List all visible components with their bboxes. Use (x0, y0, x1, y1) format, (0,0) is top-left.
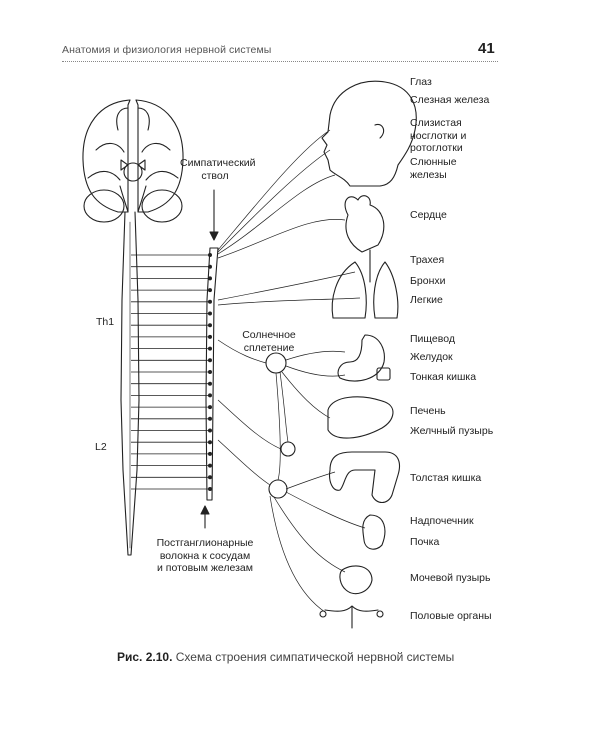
level-label-th1: Th1 (96, 316, 115, 328)
lungs-drawing (331, 261, 367, 319)
nerve-connector (217, 271, 356, 301)
organ-label-bladder: Мочевой пузырь (410, 572, 491, 584)
running-header-title: Анатомия и физиология нервной системы (62, 44, 272, 56)
nerve-connector (285, 365, 346, 377)
trunk-ganglion-dot (207, 288, 212, 293)
nerve-connector (217, 339, 267, 364)
figure-caption-text: Схема строения симпатической нервной сис… (175, 650, 455, 664)
organ-label-trachea: Трахея (410, 254, 445, 266)
organ-label-bronchi: Бронхи (410, 275, 446, 287)
bladder-drawing (339, 565, 373, 595)
trunk-ganglion-dot (207, 440, 212, 445)
spinal-cord-drawing (120, 211, 140, 556)
trunk-ganglion-dot (207, 323, 212, 328)
organ-label-liver: Печень (410, 405, 446, 417)
nerve-connector (275, 372, 281, 481)
organ-label-heart: Сердце (410, 209, 447, 221)
organ-label-mucosa: Слизистая носглотки и ротоглотки (410, 117, 467, 154)
organ-label-eye: Глаз (410, 76, 432, 88)
stomach-drawing (337, 334, 385, 382)
organ-label-gallbladder: Желчный пузырь (410, 425, 494, 437)
postganglionic-fibers-label: Постганглионарные волокна к сосудам и по… (156, 537, 254, 574)
trunk-ganglion-dot (207, 451, 212, 456)
nerve-connector (217, 439, 271, 486)
solar-plexus-ganglion (265, 352, 287, 374)
trunk-ganglion-dot (207, 486, 212, 491)
nerve-connector (217, 297, 361, 306)
nerve-connector (273, 496, 346, 573)
trunk-ganglion-dot (207, 264, 212, 269)
nerve-connector (217, 149, 331, 253)
organ-label-lungs: Легкие (410, 294, 443, 306)
inferior-ganglion (268, 479, 288, 499)
trunk-ganglion-dot (207, 299, 212, 304)
organ-label-reproductive: Половые органы (410, 610, 492, 622)
trunk-ganglion-dot (207, 428, 212, 433)
level-label-l2: L2 (95, 441, 107, 453)
organ-label-salivary-glands: Слюнные железы (410, 156, 457, 181)
nerve-connector (285, 350, 346, 361)
organ-label-small-intestine: Тонкая кишка (410, 371, 477, 383)
nerve-connector (217, 129, 331, 251)
trunk-ganglion-dot (207, 381, 212, 386)
trunk-ganglion-dot (207, 416, 212, 421)
mesenteric-ganglion (280, 441, 296, 457)
trunk-ganglion-dot (207, 334, 212, 339)
sympathetic-trunk-label: Симпатический ствол (180, 157, 256, 182)
nerve-connector (285, 471, 336, 490)
reproductive-organs-drawing (324, 605, 379, 629)
nerve-connector (217, 174, 336, 255)
nerve-connector (217, 219, 346, 259)
trunk-ganglion-dot (207, 463, 212, 468)
nerve-connector (279, 371, 289, 443)
sympathetic-trunk-chain (205, 247, 219, 501)
trunk-ganglion-dot (207, 252, 212, 257)
organ-label-adrenal-gland: Надпочечник (410, 515, 474, 527)
nerve-connector (269, 495, 326, 613)
head-drawing (321, 80, 417, 187)
solar-plexus-label: Солнечное сплетение (242, 329, 296, 354)
kidney-drawing (362, 514, 386, 550)
trunk-ganglion-dot (207, 311, 212, 316)
organ-label-lacrimal-gland: Слезная железа (410, 94, 490, 106)
figure-caption-label: Рис. 2.10. (117, 650, 173, 664)
brain-drawing (82, 99, 184, 223)
trunk-ganglion-dot (207, 369, 212, 374)
nerve-connector (281, 371, 331, 419)
figure-caption: Рис. 2.10. Схема строения симпатической … (117, 650, 454, 664)
trunk-ganglion-dot (207, 405, 212, 410)
organ-label-stomach: Желудок (410, 351, 453, 363)
trunk-ganglion-dot (207, 358, 212, 363)
trunk-ganglion-dot (207, 346, 212, 351)
trunk-ganglion-dot (207, 475, 212, 480)
nerve-connector (217, 399, 282, 450)
page-number: 41 (478, 40, 495, 57)
heart-drawing (344, 195, 385, 253)
colon-drawing (329, 451, 401, 504)
header-divider (62, 61, 498, 62)
nerve-connector (285, 491, 366, 529)
organ-label-colon: Толстая кишка (410, 472, 482, 484)
liver-drawing (327, 396, 394, 439)
organ-label-kidney: Почка (410, 536, 440, 548)
trunk-ganglion-dot (207, 393, 212, 398)
trunk-ganglion-dot (207, 276, 212, 281)
organ-label-esophagus: Пищевод (410, 333, 455, 345)
